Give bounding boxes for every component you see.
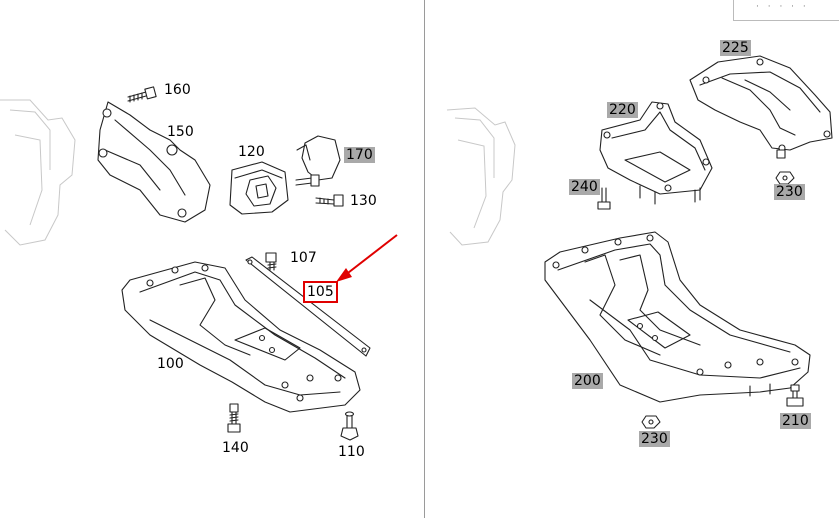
bolt-160 bbox=[127, 86, 157, 103]
bolt-140 bbox=[227, 403, 241, 433]
label-210[interactable]: 210 bbox=[780, 413, 811, 429]
label-230-upper[interactable]: 230 bbox=[774, 184, 805, 200]
bolt-240 bbox=[597, 187, 611, 210]
mount-170 bbox=[295, 135, 341, 187]
mount-225 bbox=[689, 55, 833, 159]
label-230-lower[interactable]: 230 bbox=[639, 431, 670, 447]
label-120[interactable]: 120 bbox=[238, 144, 265, 160]
bracket-150 bbox=[97, 101, 211, 223]
label-170[interactable]: 170 bbox=[344, 147, 375, 163]
label-225[interactable]: 225 bbox=[720, 40, 751, 56]
label-130[interactable]: 130 bbox=[350, 193, 377, 209]
nut-230-lower bbox=[641, 415, 661, 429]
corner-frame: · · · · · bbox=[733, 0, 839, 21]
label-107[interactable]: 107 bbox=[290, 250, 317, 266]
pointer-arrow bbox=[336, 234, 398, 282]
mount-120 bbox=[229, 161, 289, 215]
label-240[interactable]: 240 bbox=[569, 179, 600, 195]
crossmember-100 bbox=[121, 261, 361, 413]
strip-105 bbox=[245, 256, 371, 357]
engine-outline-right bbox=[446, 107, 516, 246]
label-220[interactable]: 220 bbox=[607, 102, 638, 118]
bolt-107 bbox=[265, 252, 277, 271]
bolt-130 bbox=[315, 194, 344, 207]
label-140[interactable]: 140 bbox=[222, 440, 249, 456]
label-160[interactable]: 160 bbox=[164, 82, 191, 98]
label-200[interactable]: 200 bbox=[572, 373, 603, 389]
bolt-210 bbox=[786, 384, 804, 407]
engine-outline-left bbox=[0, 99, 76, 246]
label-105-highlighted[interactable]: 105 bbox=[303, 281, 338, 303]
label-100[interactable]: 100 bbox=[157, 356, 184, 372]
panel-divider bbox=[424, 0, 425, 518]
label-110[interactable]: 110 bbox=[338, 444, 365, 460]
nut-230-upper bbox=[775, 171, 795, 185]
mount-220 bbox=[599, 101, 713, 205]
bolt-110 bbox=[340, 411, 359, 441]
label-150[interactable]: 150 bbox=[167, 124, 194, 140]
crossmember-200 bbox=[544, 231, 811, 403]
